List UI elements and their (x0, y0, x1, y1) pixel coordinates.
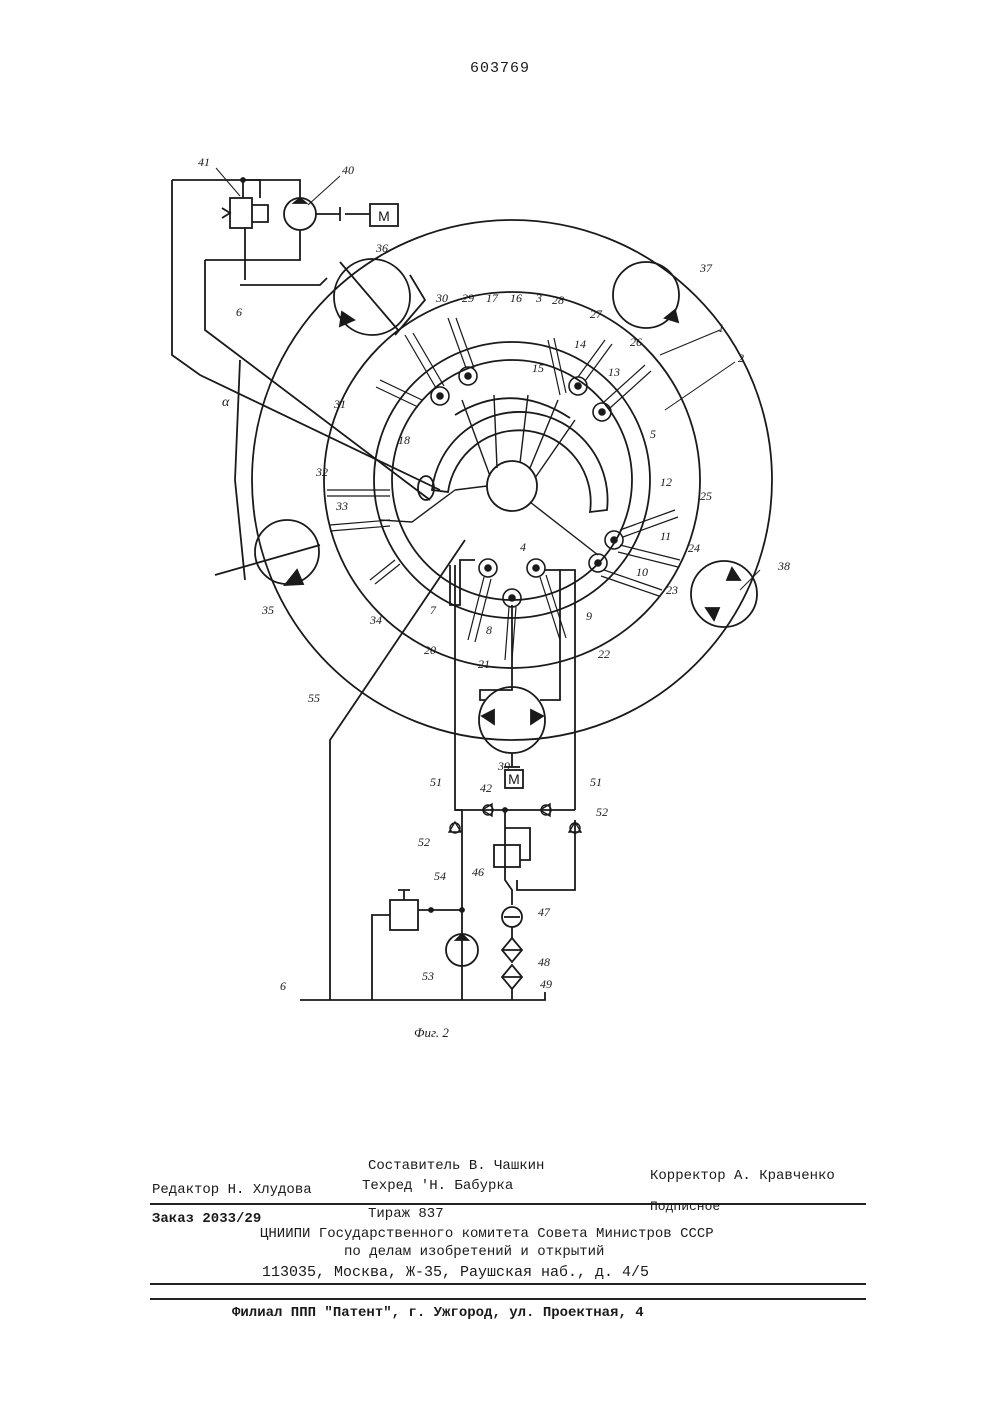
label-51-right: 51 (590, 775, 602, 789)
valve-46 (494, 845, 520, 867)
label-27: 27 (590, 307, 603, 321)
label-8: 8 (486, 623, 492, 637)
label-14: 14 (574, 337, 586, 351)
drain-line-6 (240, 278, 327, 285)
label-30: 30 (435, 291, 448, 305)
machine-36-arrow (340, 312, 354, 326)
divider-3 (150, 1298, 866, 1300)
label-54: 54 (434, 869, 446, 883)
label-6-top: 6 (236, 305, 242, 319)
label-20: 20 (424, 643, 436, 657)
label-16: 16 (510, 291, 522, 305)
compiler: Составитель В. Чашкин (368, 1158, 544, 1174)
machine-35-arrow (285, 570, 303, 585)
circulation: Тираж 837 (368, 1206, 444, 1222)
label-55: 55 (308, 691, 320, 705)
label-13: 13 (608, 365, 620, 379)
hydraulic-schematic: M M 1 2 3 4 5 6 6 7 8 9 10 11 12 13 14 1… (0, 0, 1000, 1060)
label-17: 17 (486, 291, 499, 305)
label-2: 2 (738, 351, 744, 365)
label-36: 36 (375, 241, 388, 255)
label-40: 40 (342, 163, 354, 177)
machine-38-arrow-top (727, 568, 740, 580)
label-9: 9 (586, 609, 592, 623)
org-line-2: по делам изобретений и открытий (344, 1244, 604, 1260)
label-18: 18 (398, 433, 410, 447)
hydro-machine-38 (691, 561, 757, 627)
label-6-bottom: 6 (280, 979, 286, 993)
label-51-left: 51 (430, 775, 442, 789)
label-3: 3 (535, 291, 542, 305)
divider-1 (150, 1203, 866, 1205)
label-39: 39 (497, 759, 510, 773)
label-22: 22 (598, 647, 610, 661)
radial-channels (327, 318, 680, 660)
order: Заказ 2033/29 (152, 1211, 261, 1227)
motor-bottom-label: M (508, 771, 520, 787)
label-37: 37 (699, 261, 713, 275)
hub-5 (487, 461, 537, 511)
label-alpha: α (222, 395, 230, 410)
label-25: 25 (700, 489, 712, 503)
label-24: 24 (688, 541, 700, 555)
address: 113035, Москва, Ж-35, Раушская наб., д. … (262, 1264, 649, 1281)
techred: Техред 'Н. Бабурка (362, 1178, 513, 1194)
label-41: 41 (198, 155, 210, 169)
label-46: 46 (472, 865, 484, 879)
corrector: Корректор А. Кравченко (650, 1168, 835, 1184)
label-5: 5 (650, 427, 656, 441)
label-10: 10 (636, 565, 648, 579)
label-7: 7 (430, 603, 437, 617)
label-35: 35 (261, 603, 274, 617)
editor: Редактор Н. Хлудова (152, 1182, 312, 1198)
label-49: 49 (540, 977, 552, 991)
label-29: 29 (462, 291, 474, 305)
label-52-right: 52 (596, 805, 608, 819)
label-1: 1 (718, 321, 724, 335)
divider-2 (150, 1283, 866, 1285)
label-12: 12 (660, 475, 672, 489)
label-11: 11 (660, 529, 671, 543)
label-42: 42 (480, 781, 492, 795)
label-28: 28 (552, 293, 564, 307)
machine-38-arrow-bottom (706, 608, 719, 620)
label-48: 48 (538, 955, 550, 969)
label-34: 34 (369, 613, 382, 627)
label-33: 33 (335, 499, 348, 513)
label-21: 21 (478, 657, 490, 671)
hydro-machine-35 (255, 520, 319, 584)
label-23: 23 (666, 583, 678, 597)
label-4: 4 (520, 540, 526, 554)
groove-inner-arc (455, 398, 570, 418)
subscription: Подписное (650, 1199, 720, 1214)
org-line-1: ЦНИИПИ Государственного комитета Совета … (260, 1226, 714, 1242)
branch: Филиал ППП "Патент", г. Ужгород, ул. Про… (232, 1305, 644, 1321)
label-32: 32 (315, 465, 328, 479)
label-52-left: 52 (418, 835, 430, 849)
motor-top-label: M (378, 208, 390, 224)
label-47: 47 (538, 905, 551, 919)
figure-caption: Фиг. 2 (414, 1025, 449, 1041)
label-53: 53 (422, 969, 434, 983)
label-26: 26 (630, 335, 642, 349)
inner-ring-3 (374, 342, 650, 618)
label-15: 15 (532, 361, 544, 375)
label-31: 31 (333, 397, 346, 411)
relief-valve-54 (390, 900, 418, 930)
pump-39-arrow-left (482, 710, 494, 724)
label-38: 38 (777, 559, 790, 573)
valve-41 (230, 198, 252, 228)
rotor-spokes (380, 395, 598, 555)
leader-lines (216, 168, 760, 590)
pump-39-arrow-right (531, 710, 543, 724)
